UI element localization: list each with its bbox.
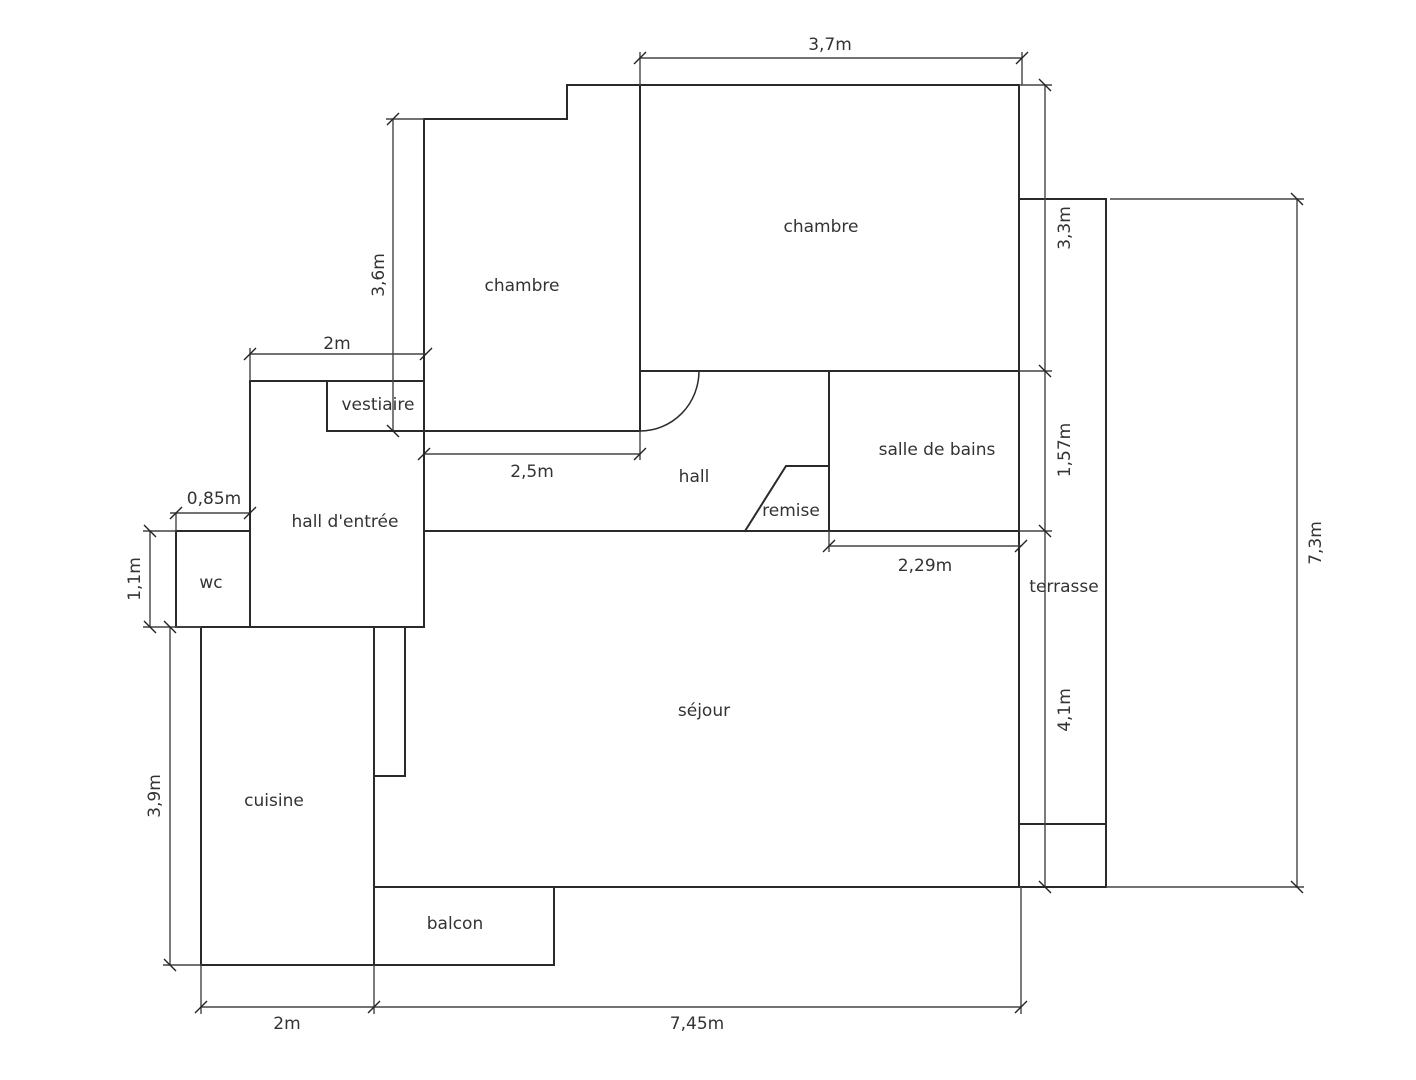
room-label-balcon: balcon — [427, 914, 483, 934]
dim-label-terrasse-height: 7,3m — [1306, 521, 1326, 565]
dimension-labels: 3,7m 3,6m 2m 2,5m 0,85m 1,1m 3,9m 2m 7,4… — [125, 35, 1326, 1034]
wall-terrasse — [1018, 198, 1107, 888]
room-labels: chambre chambre vestiaire hall hall d'en… — [199, 217, 1098, 934]
dim-label-wc-height: 1,1m — [125, 557, 145, 601]
room-label-cuisine: cuisine — [244, 791, 304, 811]
wall-remise — [743, 465, 830, 533]
room-label-vestiaire: vestiaire — [342, 395, 415, 415]
dim-label-cuisine-width: 2m — [273, 1014, 300, 1034]
dimension-lines — [143, 51, 1304, 1014]
dim-label-chambre-left-height: 3,6m — [369, 253, 389, 297]
dim-label-chambre-width: 3,7m — [808, 35, 852, 55]
room-label-terrasse: terrasse — [1029, 577, 1098, 597]
room-label-remise: remise — [762, 501, 820, 521]
room-label-salle-de-bains: salle de bains — [879, 440, 996, 460]
dim-label-hall-entree-width: 2m — [323, 334, 350, 354]
dim-label-sejour-width: 7,45m — [670, 1014, 724, 1034]
dim-label-wc-width: 0,85m — [187, 489, 241, 509]
walls — [175, 84, 1107, 966]
door-arc — [639, 370, 700, 432]
room-label-hall: hall — [679, 467, 710, 487]
wall-cuisine-counter — [373, 626, 406, 777]
wall-cuisine — [200, 626, 555, 966]
dim-label-chambre-right-height: 3,3m — [1055, 206, 1075, 250]
dim-label-sejour-height: 4,1m — [1055, 688, 1075, 732]
dim-label-hall-width: 2,5m — [510, 462, 554, 482]
wall-chambre-left-outline — [423, 84, 1020, 888]
dim-label-salle-de-bains-height: 1,57m — [1055, 423, 1075, 477]
wall-wc — [175, 530, 425, 628]
room-label-wc: wc — [199, 573, 222, 593]
room-label-sejour: séjour — [678, 701, 730, 721]
dim-label-cuisine-height: 3,9m — [145, 774, 165, 818]
room-label-hall-entree: hall d'entrée — [292, 512, 399, 532]
room-label-chambre-left: chambre — [485, 276, 560, 296]
dim-label-salle-de-bains-width: 2,29m — [898, 556, 952, 576]
room-label-chambre-right: chambre — [784, 217, 859, 237]
